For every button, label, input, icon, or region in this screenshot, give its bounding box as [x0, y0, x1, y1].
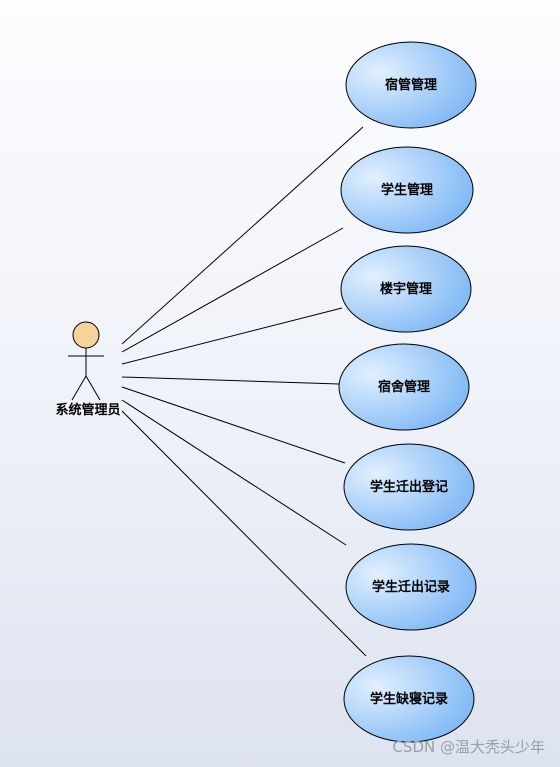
actor-left-leg [71, 375, 87, 401]
association-line [121, 227, 344, 353]
use-case-student-moveout-records: 学生迁出记录 [345, 543, 477, 631]
use-case-ellipse [340, 245, 472, 333]
use-case-label: 学生迁出记录 [372, 579, 450, 595]
use-case-ellipse [338, 343, 470, 431]
association-line [121, 386, 346, 464]
use-case-ellipse [340, 146, 474, 234]
use-case-ellipse [345, 543, 477, 631]
use-case-student-absence-records: 学生缺寝记录 [343, 655, 475, 743]
actor-system-admin: 系统管理员 [55, 321, 121, 418]
watermark-text: CSDN @温大秃头少年 [392, 738, 545, 756]
use-case-label: 宿管管理 [385, 77, 437, 93]
use-case-building-management: 楼宇管理 [340, 245, 472, 333]
use-case-student-moveout-registration: 学生迁出登记 [343, 443, 475, 531]
use-case-student-management: 学生管理 [340, 146, 474, 234]
association-line [121, 376, 340, 385]
use-case-label: 学生迁出登记 [370, 479, 448, 495]
association-line [121, 307, 343, 365]
use-case-label: 学生管理 [381, 182, 433, 198]
use-case-dorm-manager-management: 宿管管理 [345, 41, 477, 129]
use-case-label: 宿舍管理 [378, 379, 430, 395]
association-lines [121, 126, 367, 657]
actor-right-leg [85, 375, 101, 401]
association-line [121, 126, 364, 345]
use-case-label: 学生缺寝记录 [370, 691, 448, 707]
use-case-dormitory-management: 宿舍管理 [338, 343, 470, 431]
use-case-ellipse [345, 41, 477, 129]
actor-name: 系统管理员 [55, 402, 120, 418]
use-case-ellipse [343, 443, 475, 531]
use-case-label: 楼宇管理 [380, 281, 432, 297]
use-case-ellipse [343, 655, 475, 743]
association-line [121, 410, 367, 657]
actor-head [72, 321, 100, 349]
association-line [121, 399, 347, 546]
